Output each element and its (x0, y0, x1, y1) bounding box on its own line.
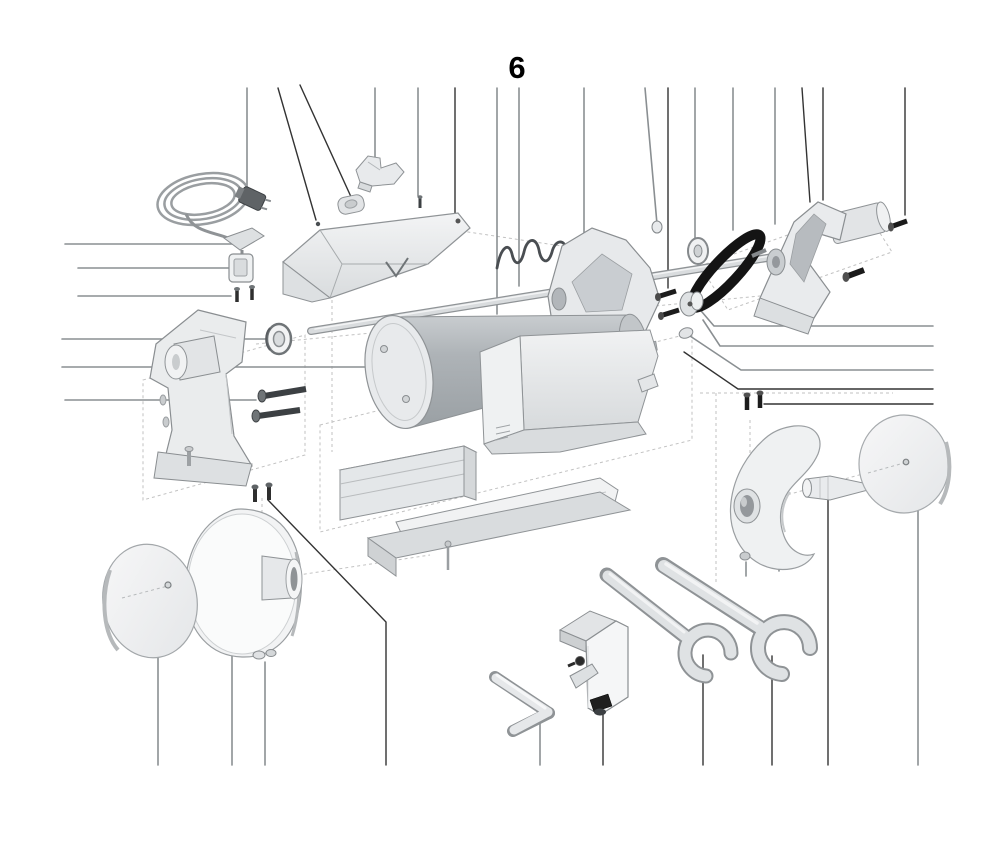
mounting-bolts (251, 386, 307, 423)
right-wheel-disc (858, 414, 952, 514)
tool-rest (366, 477, 632, 577)
small-screw-icon (417, 195, 423, 208)
figure-label: 6 (508, 50, 526, 85)
guard-nut (252, 649, 277, 660)
left-stand-bracket (149, 309, 253, 487)
left-wheel-guard (185, 508, 303, 658)
on-off-switch (222, 227, 265, 283)
right-wheel-guard (729, 425, 821, 571)
right-guard-screws (739, 390, 764, 561)
guard-screws (251, 482, 273, 502)
spark-guard-cover (282, 212, 471, 303)
small-open-end-wrench (599, 567, 739, 684)
plug-icon (234, 186, 272, 211)
ball-bearing (265, 322, 293, 356)
belt-pulley (678, 291, 704, 339)
work-clamp (558, 610, 629, 716)
cover-screw-icon (455, 218, 461, 224)
shield-bracket (355, 155, 405, 193)
large-open-end-wrench (655, 557, 818, 682)
left-wheel-disc (102, 543, 198, 659)
hex-key (489, 671, 555, 737)
spindle-arbor (802, 475, 869, 501)
clamp-nut-block (337, 194, 365, 215)
base-extrusion (338, 445, 478, 521)
center-screws (655, 288, 680, 320)
housing-screws (842, 218, 908, 282)
cover-screw-icon (315, 221, 321, 227)
right-bearing-housing (751, 201, 891, 335)
belt-washer (651, 220, 709, 265)
switch-screws (234, 285, 255, 302)
motor-housing-shell (479, 329, 659, 455)
leader-lines (61, 84, 934, 766)
